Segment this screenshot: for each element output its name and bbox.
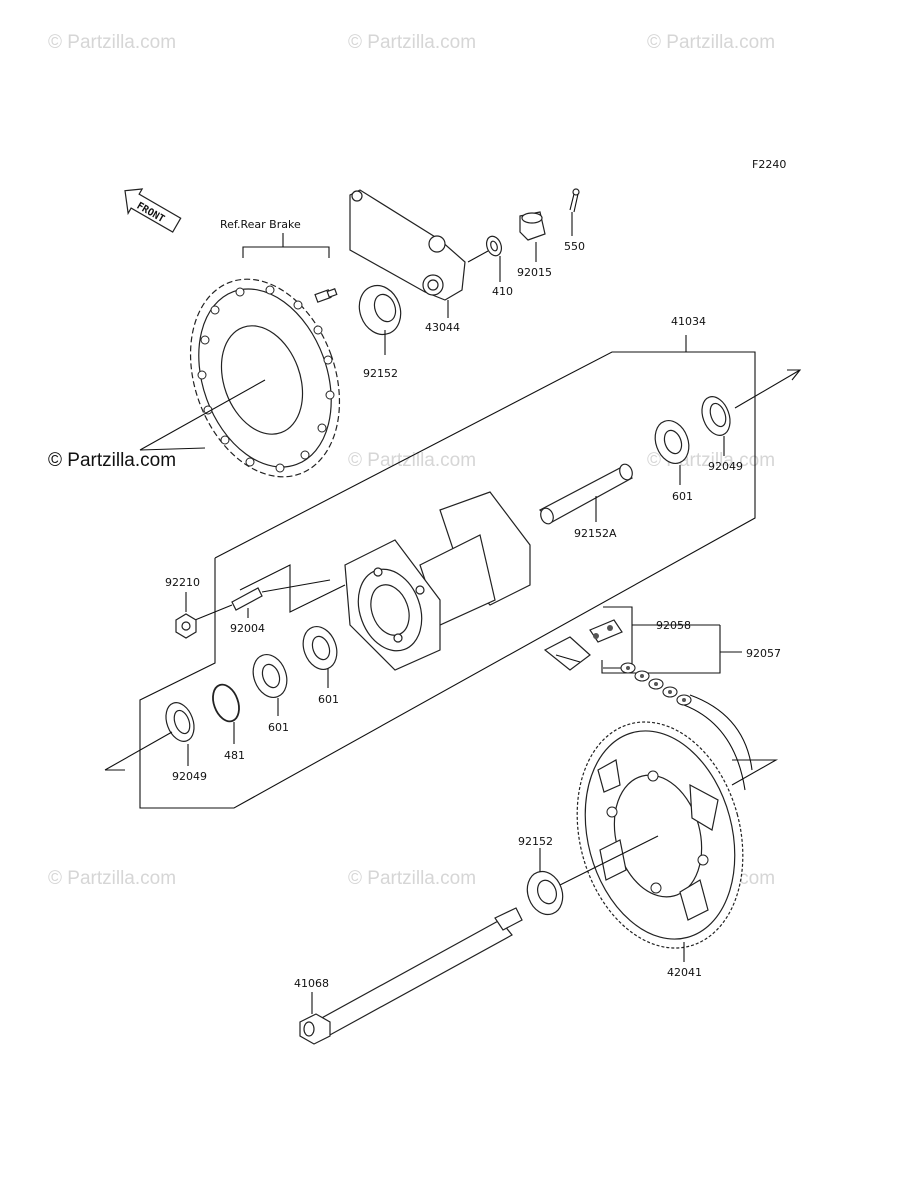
part-label-601-middle: 601 bbox=[318, 693, 339, 706]
front-direction-arrow: FRONT bbox=[124, 188, 182, 233]
part-label-41068: 41068 bbox=[294, 977, 329, 990]
watermark-emphasized: © Partzilla.com bbox=[48, 450, 176, 471]
part-label-410: 410 bbox=[492, 285, 513, 298]
washer bbox=[485, 235, 503, 257]
part-label-92152A: 92152A bbox=[574, 527, 617, 540]
rear-sprocket bbox=[576, 721, 744, 949]
part-label-92152-upper: 92152 bbox=[363, 367, 398, 380]
watermark: © Partzilla.com bbox=[348, 32, 476, 53]
chain-joint bbox=[543, 619, 623, 671]
oil-seal-left bbox=[165, 702, 195, 742]
hub-assembly-frame bbox=[139, 335, 756, 809]
watermark: © Partzilla.com bbox=[348, 450, 476, 471]
wheel-hub bbox=[344, 491, 531, 671]
part-label-92210: 92210 bbox=[165, 576, 200, 589]
figure-code: F2240 bbox=[752, 158, 786, 171]
caliper-bracket bbox=[349, 189, 466, 301]
part-label-41034: 41034 bbox=[671, 315, 706, 328]
watermark: © Partzilla.com bbox=[48, 868, 176, 889]
collar-upper bbox=[358, 284, 402, 336]
brake-disc bbox=[189, 278, 341, 478]
part-label-92058: 92058 bbox=[656, 619, 691, 632]
part-label-43044: 43044 bbox=[425, 321, 460, 334]
disc-bolt bbox=[314, 288, 338, 303]
watermark: © Partzilla.com bbox=[48, 32, 176, 53]
axle-nut bbox=[519, 211, 546, 241]
part-label-42041: 42041 bbox=[667, 966, 702, 979]
watermark: © Partzilla.com bbox=[348, 868, 476, 889]
hub-stud bbox=[231, 587, 263, 611]
cotter-pin bbox=[569, 188, 580, 213]
oil-seal-right bbox=[701, 396, 731, 436]
part-label-550: 550 bbox=[564, 240, 585, 253]
part-label-92015: 92015 bbox=[517, 266, 552, 279]
part-label-601-right: 601 bbox=[672, 490, 693, 503]
part-label-92049-left: 92049 bbox=[172, 770, 207, 783]
drive-chain bbox=[620, 662, 753, 791]
brake-bracket-line bbox=[242, 246, 330, 258]
hub-spacer bbox=[538, 463, 634, 525]
bearing-left bbox=[252, 654, 288, 698]
stud-nut bbox=[175, 613, 197, 639]
part-label-92004: 92004 bbox=[230, 622, 265, 635]
part-label-481: 481 bbox=[224, 749, 245, 762]
part-label-92057: 92057 bbox=[746, 647, 781, 660]
part-label-92152-lower: 92152 bbox=[518, 835, 553, 848]
reference-note: Ref.Rear Brake bbox=[220, 218, 301, 231]
bearing-right bbox=[654, 420, 690, 464]
part-label-601-left: 601 bbox=[268, 721, 289, 734]
bearing-middle bbox=[302, 626, 338, 670]
part-label-92049-right: 92049 bbox=[708, 460, 743, 473]
collar-lower bbox=[526, 870, 564, 916]
watermark: © Partzilla.com bbox=[647, 32, 775, 53]
rear-axle bbox=[299, 907, 523, 1045]
circlip bbox=[212, 683, 240, 723]
